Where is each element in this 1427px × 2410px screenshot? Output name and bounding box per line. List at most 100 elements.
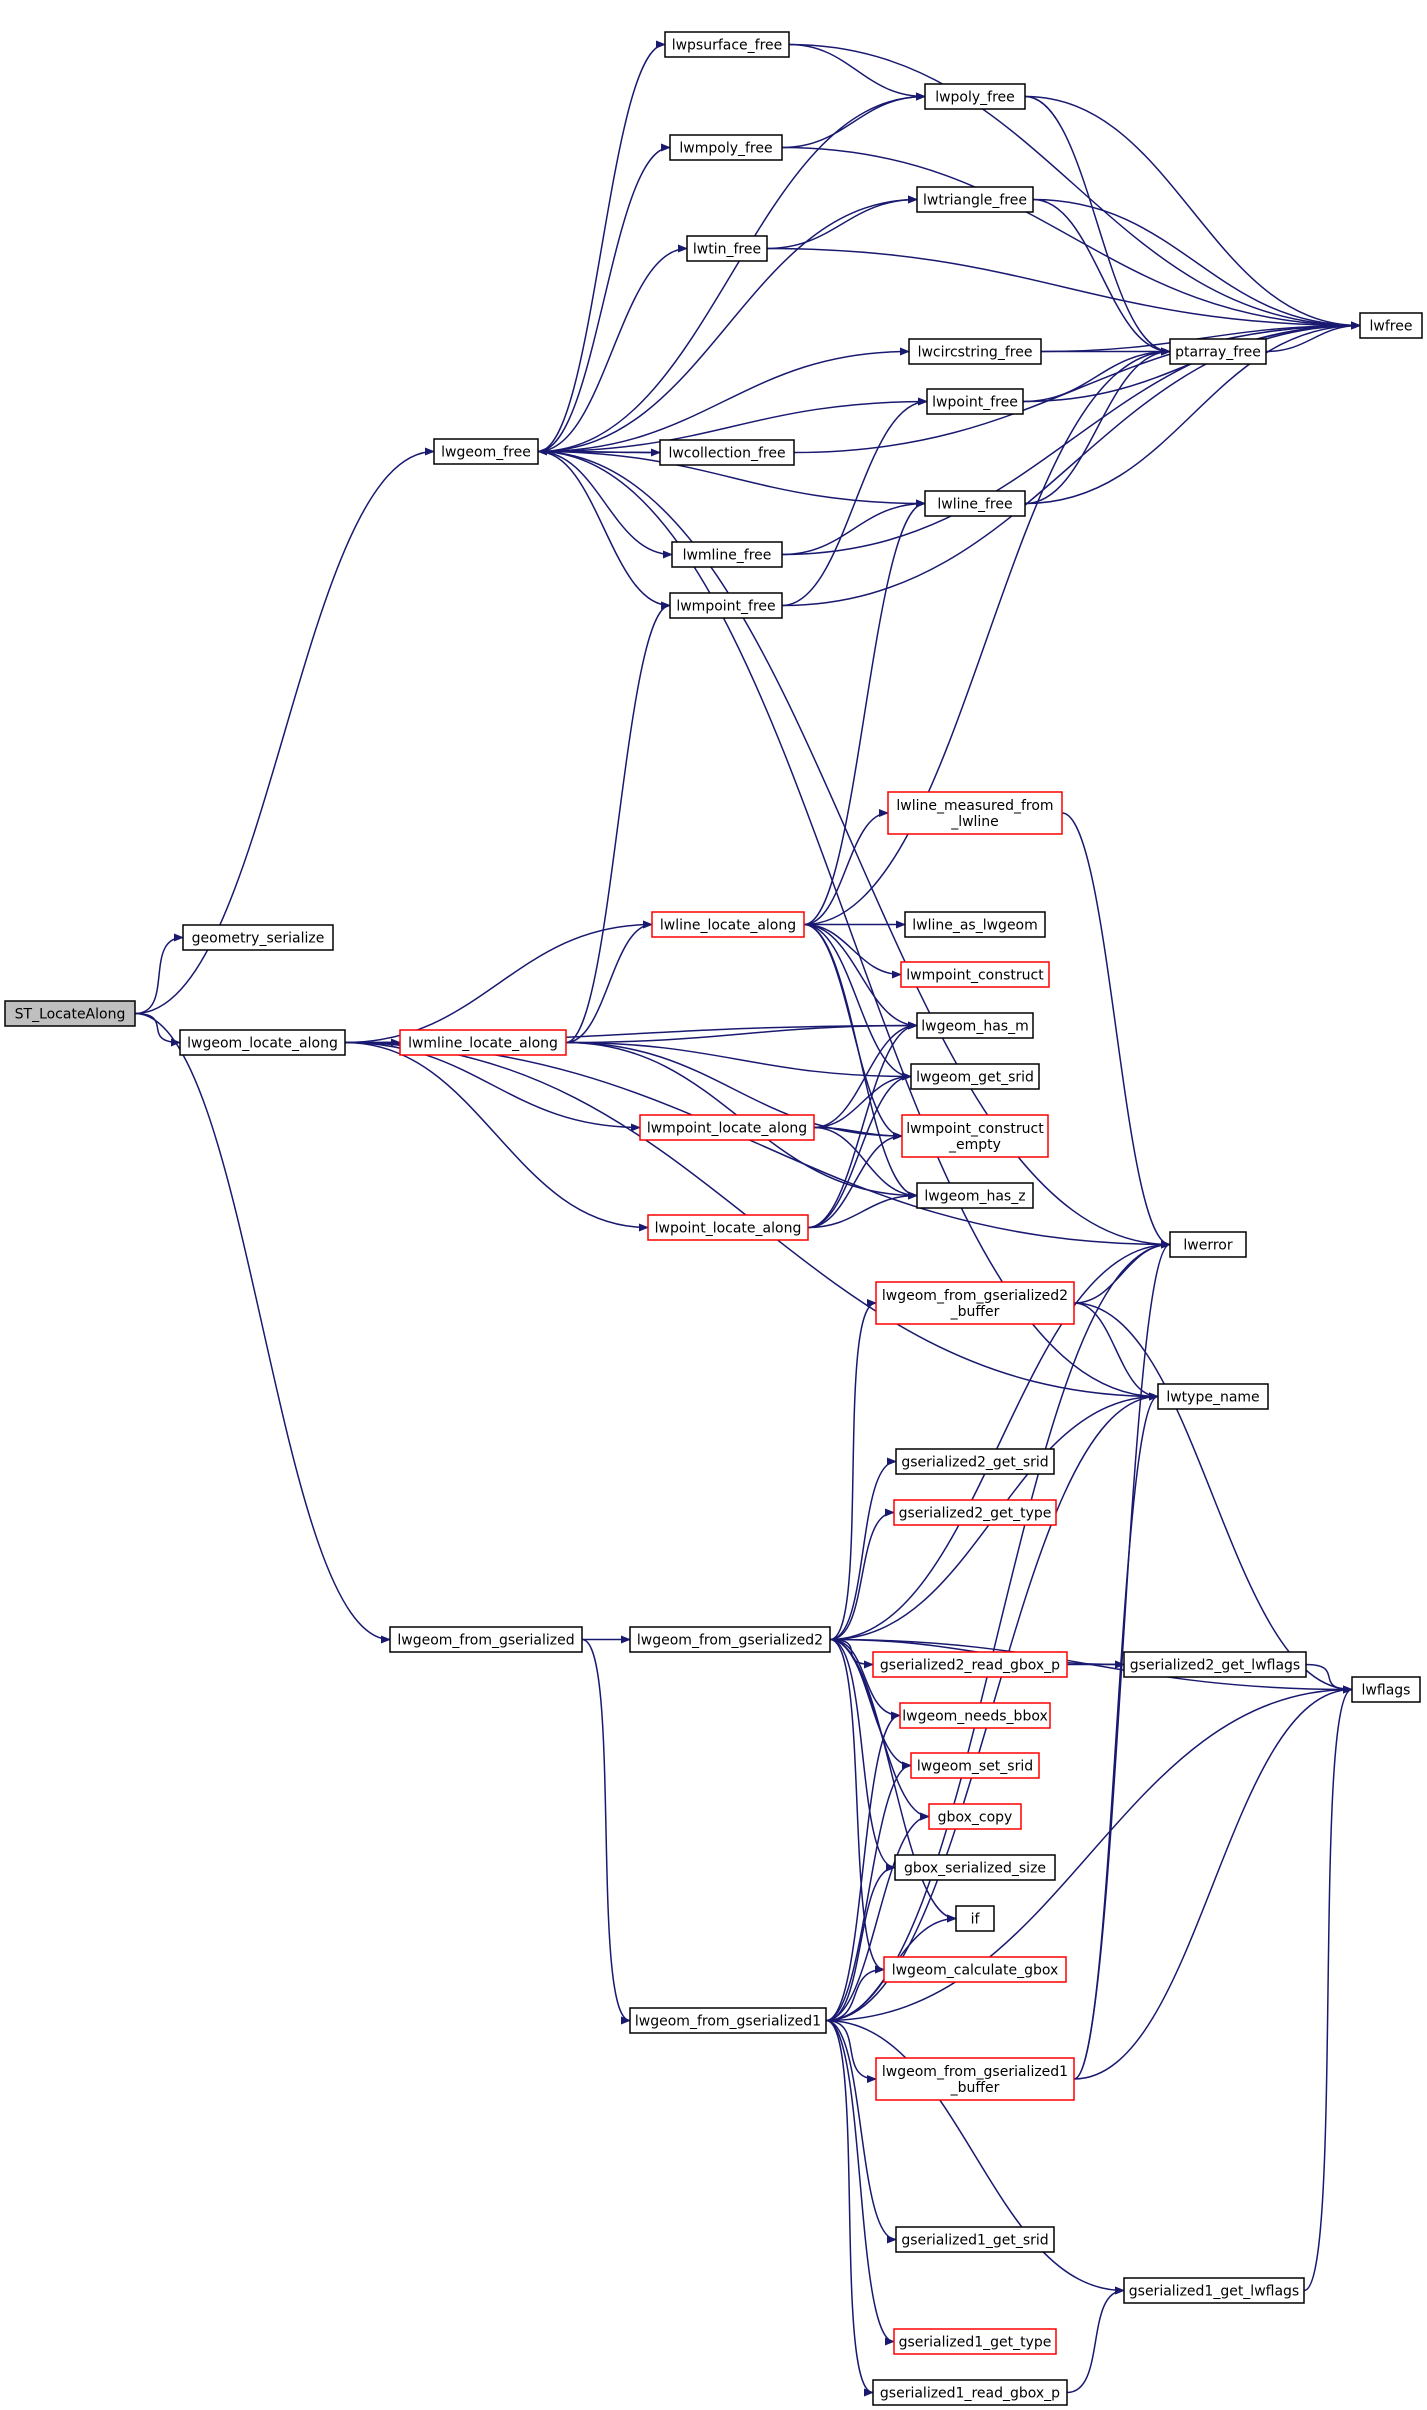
node-iff[interactable]: if: [955, 1905, 995, 1932]
edge-lgf2-to-lcalcg: [829, 1638, 885, 1974]
node-lla[interactable]: lwgeom_locate_along: [179, 1029, 346, 1056]
node-ltrif[interactable]: lwtriangle_free: [916, 186, 1034, 213]
edge-lmla-to-llla: [565, 920, 653, 1044]
node-lgf1b[interactable]: lwgeom_from_gserialized1_buffer: [875, 2057, 1075, 2101]
node-lwtn[interactable]: lwtype_name: [1157, 1383, 1269, 1410]
edge-lfree-to-lpointf: [537, 397, 928, 453]
node-box: [639, 1114, 815, 1141]
node-lcalcg[interactable]: lwgeom_calculate_gbox: [883, 1956, 1067, 1983]
node-label: lwpoint_free: [932, 395, 1018, 411]
node-gs1srid[interactable]: gserialized1_get_srid: [895, 2226, 1055, 2253]
node-lhasz[interactable]: lwgeom_has_z: [916, 1182, 1034, 1209]
edge-st-to-gs: [134, 933, 184, 1015]
edge-llla-to-lhasz: [803, 923, 918, 1200]
node-label: _lwline: [950, 814, 999, 830]
node-box: [647, 1214, 809, 1241]
node-lgf2[interactable]: lwgeom_from_gserialized2: [629, 1626, 831, 1653]
node-lwfree[interactable]: lwfree: [1359, 312, 1423, 339]
node-label: lwmline_free: [683, 548, 772, 564]
node-lgsrid[interactable]: lwgeom_get_srid: [910, 1063, 1040, 1090]
node-lwerror[interactable]: lwerror: [1169, 1231, 1247, 1258]
node-lmpla[interactable]: lwmpoint_locate_along: [639, 1114, 815, 1141]
edge-lgf2-to-lwerror: [829, 1240, 1171, 1641]
edge-lgf2-to-lneedb: [829, 1638, 901, 1720]
node-gboxss[interactable]: gbox_serialized_size: [894, 1854, 1056, 1881]
node-lcollf[interactable]: lwcollection_free: [659, 439, 795, 466]
edge-lmla-to-lhasm: [565, 1021, 918, 1044]
node-gboxc[interactable]: gbox_copy: [928, 1803, 1022, 1830]
node-lgf[interactable]: lwgeom_from_gserialized: [389, 1626, 583, 1653]
node-ltinf[interactable]: lwtin_free: [686, 235, 768, 262]
edge-lla-to-lpla: [344, 1041, 649, 1232]
node-lgf2b[interactable]: lwgeom_from_gserialized2_buffer: [875, 1281, 1075, 1325]
edge-llla-to-ptaf: [803, 347, 1171, 926]
node-lpla[interactable]: lwpoint_locate_along: [647, 1214, 809, 1241]
node-label: gserialized1_get_srid: [901, 2233, 1048, 2249]
node-label: lwtriangle_free: [923, 193, 1027, 209]
node-label: ptarray_free: [1175, 345, 1261, 361]
node-lgf1[interactable]: lwgeom_from_gserialized1: [629, 2007, 827, 2034]
edge-lgf2-to-gs2type: [829, 1508, 895, 1641]
node-ptaf[interactable]: ptarray_free: [1169, 338, 1267, 365]
edge-lmpolyf-to-lwfree: [781, 146, 1361, 330]
node-box: [875, 1281, 1075, 1325]
node-label: lwerror: [1183, 1238, 1232, 1254]
node-lfree[interactable]: lwgeom_free: [433, 438, 539, 465]
node-gs1rgb[interactable]: gserialized1_read_gbox_p: [872, 2379, 1068, 2406]
edge-lgf1b-to-lwtn: [1073, 1392, 1159, 2080]
node-llla[interactable]: lwline_locate_along: [651, 911, 805, 938]
node-llinef[interactable]: lwline_free: [924, 490, 1026, 517]
node-gs2flags[interactable]: gserialized2_get_lwflags: [1123, 1651, 1307, 1678]
node-label: lwcircstring_free: [918, 345, 1033, 361]
node-box: [651, 911, 805, 938]
node-lwflags[interactable]: lwflags: [1351, 1676, 1421, 1703]
node-lmpolyf[interactable]: lwmpoly_free: [669, 134, 783, 161]
node-label: lwpoly_free: [935, 90, 1015, 106]
edge-lpla-to-lhasm: [807, 1021, 918, 1229]
node-gs1flags[interactable]: gserialized1_get_lwflags: [1123, 2277, 1305, 2304]
node-box: [901, 1114, 1049, 1158]
node-gs2type[interactable]: gserialized2_get_type: [893, 1499, 1057, 1526]
edge-lgf2-to-gs2srid: [829, 1457, 897, 1641]
node-label: lwpoint_locate_along: [655, 1221, 802, 1237]
edge-lgf2b-to-lwerror: [1073, 1240, 1171, 1304]
node-lsetsrid[interactable]: lwgeom_set_srid: [910, 1752, 1040, 1779]
node-lmlinef[interactable]: lwmline_free: [671, 541, 783, 568]
node-box: [910, 1752, 1040, 1779]
node-gs2srid[interactable]: gserialized2_get_srid: [895, 1448, 1055, 1475]
node-box: [872, 1651, 1068, 1678]
node-gs2rgb[interactable]: gserialized2_read_gbox_p: [872, 1651, 1068, 1678]
node-lmfl[interactable]: lwline_measured_from_lwline: [887, 791, 1063, 835]
node-lmla[interactable]: lwmline_locate_along: [399, 1029, 567, 1056]
edge-lgf2-to-lgf2b: [829, 1299, 877, 1641]
node-label: lwmpoint_construct: [906, 968, 1044, 984]
edge-llinef-to-lwfree: [1024, 321, 1361, 505]
node-lpsf[interactable]: lwpsurface_free: [664, 31, 790, 58]
node-lcircf[interactable]: lwcircstring_free: [908, 338, 1042, 365]
node-label: lwflags: [1362, 1683, 1411, 1699]
node-lneedb[interactable]: lwgeom_needs_bbox: [899, 1702, 1051, 1729]
edge-lcollf-to-lfree: [537, 447, 661, 456]
node-gs1type[interactable]: gserialized1_get_type: [893, 2328, 1057, 2355]
node-lpolyf[interactable]: lwpoly_free: [924, 83, 1026, 110]
node-box: [883, 1956, 1067, 1983]
node-box: [669, 592, 783, 619]
node-lmpc[interactable]: lwmpoint_construct: [900, 961, 1050, 988]
node-label: lwtin_free: [693, 242, 761, 258]
node-label: lwfree: [1370, 319, 1413, 335]
node-laslw[interactable]: lwline_as_lwgeom: [904, 911, 1046, 938]
node-lmpce[interactable]: lwmpoint_construct_empty: [901, 1114, 1049, 1158]
edge-st-to-lfree: [134, 447, 435, 1015]
node-layer: ST_LocateAlong geometry_serialize lwgeom_l…: [4, 31, 1423, 2406]
node-label: lwgeom_calculate_gbox: [892, 1963, 1059, 1979]
node-gs[interactable]: geometry_serialize: [182, 924, 334, 951]
node-st[interactable]: ST_LocateAlong: [4, 1000, 136, 1027]
node-box: [887, 791, 1063, 835]
node-lhasm[interactable]: lwgeom_has_m: [916, 1012, 1034, 1039]
edge-lgf1-to-gs1rgb: [825, 2019, 874, 2397]
node-lmpointf[interactable]: lwmpoint_free: [669, 592, 783, 619]
edge-gs1rgb-to-gs1flags: [1066, 2286, 1125, 2394]
node-box: [872, 2379, 1068, 2406]
node-lpointf[interactable]: lwpoint_free: [926, 388, 1024, 415]
node-box: [924, 490, 1026, 517]
